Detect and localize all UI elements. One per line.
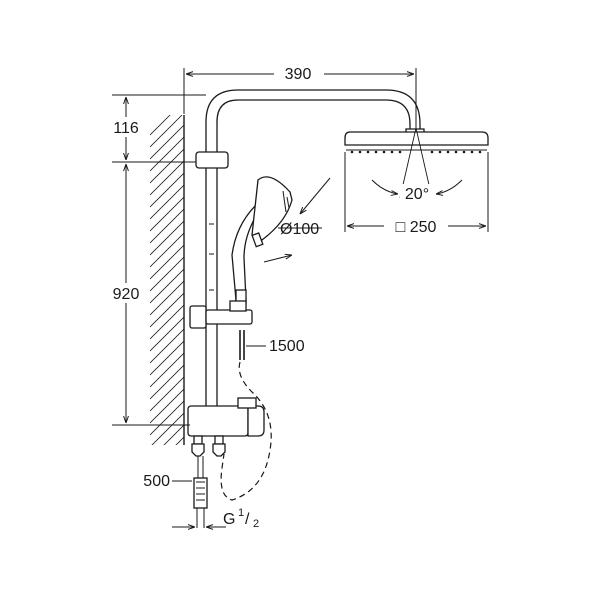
- dimension-rail-height: 920: [105, 164, 190, 426]
- wall-hatching: [150, 115, 184, 445]
- shower-hose: [220, 330, 272, 501]
- wall: [150, 115, 185, 445]
- dim-label-390: 390: [285, 66, 312, 83]
- hand-shower: [231, 176, 293, 305]
- dimension-connection: G 1 / 2: [172, 507, 259, 530]
- dimension-head-size: □ 250: [344, 152, 489, 236]
- dim-label-500: 500: [143, 473, 170, 490]
- dimension-arm-height: 116: [108, 94, 206, 163]
- dimension-spray-angle: 20°: [400, 184, 434, 203]
- thermostat-body: [187, 397, 265, 437]
- dim-label-connection-num: 1: [238, 507, 244, 519]
- supply-connections: [191, 435, 226, 528]
- dim-label-angle: 20°: [405, 186, 429, 203]
- dim-label-diameter: Ø100: [280, 221, 319, 238]
- dimension-hand-shower-diameter: Ø100: [263, 177, 331, 263]
- spray-nozzles: [350, 150, 482, 154]
- angle-arc-right: [436, 179, 463, 194]
- dim-label-connection-slash: /: [245, 511, 250, 528]
- slide-holder: [189, 300, 253, 329]
- dim-label-connection-den: 2: [253, 518, 259, 530]
- angle-arc-left: [371, 179, 398, 194]
- dimension-hose-length: 1500: [246, 338, 305, 355]
- dim-label-head-size: □ 250: [396, 219, 437, 236]
- dim-label-920: 920: [113, 286, 140, 303]
- dimension-arm-length: 390: [183, 63, 417, 128]
- dimension-spacing: 500: [143, 473, 192, 490]
- dim-label-116: 116: [113, 120, 139, 137]
- dim-label-1500: 1500: [269, 338, 305, 355]
- dim-label-connection-prefix: G: [223, 511, 235, 528]
- wall-bracket: [195, 151, 229, 169]
